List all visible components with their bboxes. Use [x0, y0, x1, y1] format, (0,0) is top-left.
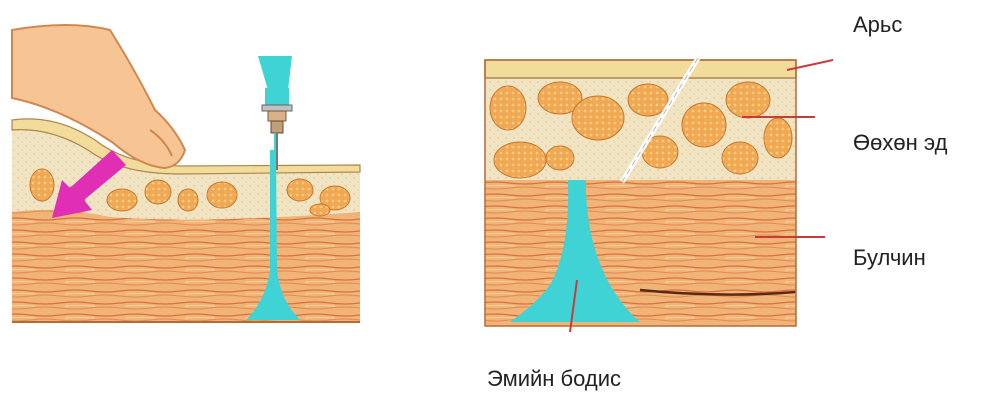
skin-label: Арьс — [853, 12, 902, 38]
left-tissue-block — [12, 119, 360, 322]
right-skin-layer — [485, 60, 796, 78]
drug-label: Эмийн бодис — [487, 366, 621, 392]
muscle-label: Булчин — [853, 245, 926, 271]
left-muscle-layer — [12, 208, 360, 322]
right-tissue-block — [485, 58, 796, 326]
right-muscle-layer — [485, 180, 796, 326]
fat-label: Өөхөн эд — [853, 130, 947, 156]
